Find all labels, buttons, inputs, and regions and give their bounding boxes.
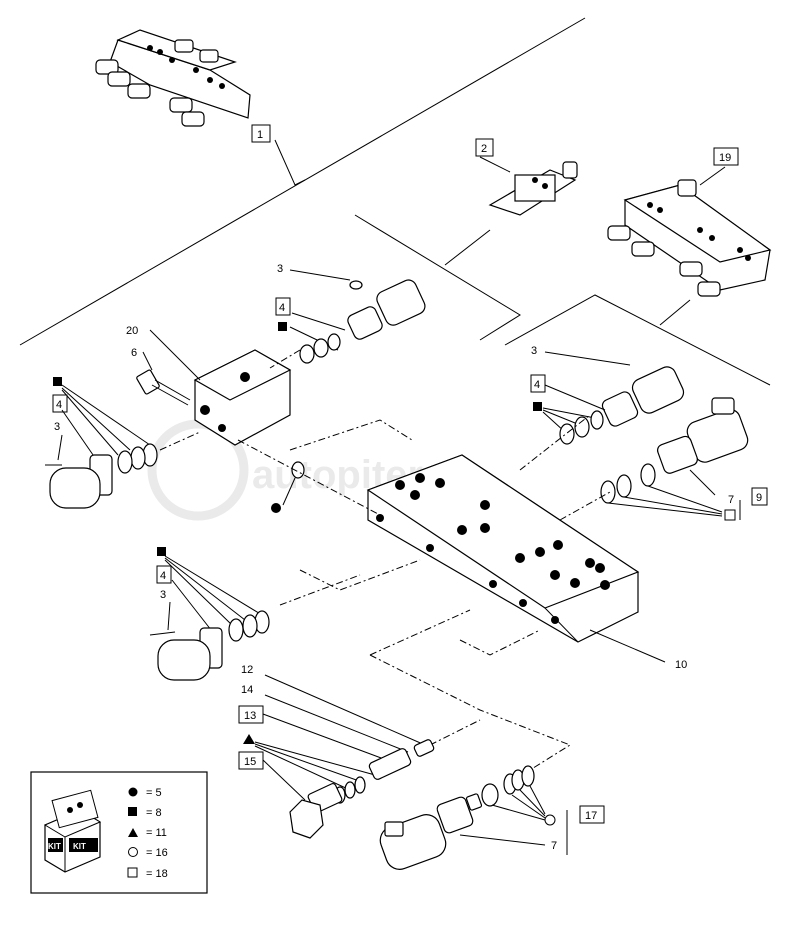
legend-item-2: = 8	[146, 807, 162, 819]
callout-15: 15	[238, 751, 264, 770]
callout-12-label: 12	[241, 664, 253, 676]
callout-4c-label: 4	[534, 379, 540, 391]
manifold-10	[366, 454, 640, 643]
callout-1-label: 1	[257, 129, 263, 141]
valve-assembly-19	[607, 179, 772, 297]
callout-9-label: 9	[756, 492, 762, 504]
triangle-marker	[243, 734, 255, 744]
legend-square-open-icon	[127, 867, 138, 878]
orings-right	[559, 410, 604, 445]
square-marker	[157, 547, 166, 556]
square-marker	[53, 377, 62, 386]
legend-item-5: = 18	[146, 868, 168, 880]
callout-4a-label: 4	[279, 302, 285, 314]
callout-13-label: 13	[244, 710, 256, 722]
callout-6-label: 6	[131, 347, 137, 359]
callout-7a-label: 7	[728, 494, 734, 506]
callout-19-label: 19	[719, 152, 731, 164]
callout-3c-label: 3	[531, 345, 537, 357]
square-marker	[533, 402, 542, 411]
legend-circle-open-icon	[128, 847, 138, 857]
legend-item-1: = 5	[146, 787, 162, 799]
callout-7b-label: 7	[551, 840, 557, 852]
callout-4a: 4	[275, 297, 291, 316]
callout-20-label: 20	[126, 325, 138, 337]
callout-14-label: 14	[241, 684, 253, 696]
circle-marker	[271, 503, 281, 513]
orings-left	[117, 443, 158, 474]
callout-1: 1	[251, 124, 271, 143]
callout-3b-label: 3	[54, 421, 60, 433]
callout-13: 13	[238, 705, 264, 724]
orings-upper	[299, 333, 341, 364]
legend-triangle-filled-icon	[128, 828, 138, 837]
callout-4d: 4	[156, 565, 172, 584]
oring-5	[291, 461, 305, 479]
callout-4d-label: 4	[160, 570, 166, 582]
callout-4c: 4	[530, 374, 546, 393]
block-20	[193, 349, 292, 446]
legend-square-filled-icon	[128, 807, 137, 816]
callout-15-label: 15	[244, 756, 256, 768]
kit-label-right: KIT	[73, 842, 86, 851]
solenoid-9	[656, 397, 749, 474]
bolt-6	[136, 369, 191, 406]
cartridge-valve	[289, 739, 435, 839]
legend-item-4: = 16	[146, 847, 168, 859]
callout-10-label: 10	[675, 659, 687, 671]
valve-assembly-1	[95, 29, 251, 127]
callout-9: 9	[751, 487, 768, 506]
square-marker	[278, 322, 287, 331]
square-open-marker	[724, 509, 736, 521]
solenoid-right-upper	[601, 366, 685, 427]
orings-17	[481, 765, 535, 807]
callout-17: 17	[579, 805, 605, 824]
callout-17-label: 17	[585, 810, 597, 822]
assembly-lines	[159, 349, 611, 771]
callout-3d-label: 3	[160, 589, 166, 601]
solenoid-17	[379, 793, 483, 870]
solenoid-left	[45, 454, 113, 509]
callout-19: 19	[713, 147, 739, 166]
callout-3a-label: 3	[277, 263, 283, 275]
callout-2: 2	[475, 138, 494, 157]
callout-4b: 4	[52, 394, 68, 413]
callout-4b-label: 4	[56, 399, 62, 411]
valve-2	[488, 161, 578, 216]
orings-9	[600, 463, 656, 504]
solenoid-lower-left	[149, 627, 223, 681]
circle-open-marker	[544, 814, 556, 826]
kit-legend: KIT KIT = 5 = 8 = 11 = 16 = 18	[30, 771, 208, 894]
solenoid-upper	[347, 279, 426, 340]
kit-box-icon: KIT KIT	[43, 789, 102, 873]
legend-item-3: = 11	[146, 827, 167, 839]
orings-lower	[228, 610, 270, 642]
callout-2-label: 2	[481, 143, 487, 155]
kit-label-left: KIT	[48, 842, 61, 851]
legend-circle-filled-icon	[128, 787, 138, 797]
